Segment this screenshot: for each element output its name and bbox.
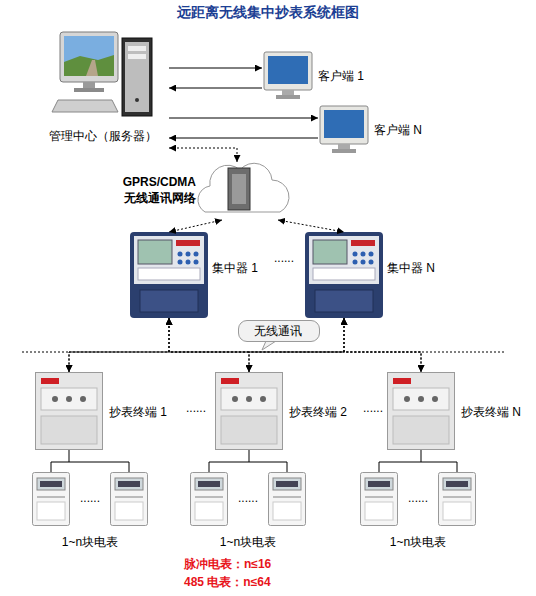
wireless-link <box>169 318 249 372</box>
monitor <box>264 52 312 90</box>
node-label: 集中器 1 <box>212 260 258 276</box>
meter-icon <box>439 473 476 526</box>
screen <box>268 56 308 84</box>
terminal-icon <box>216 373 283 450</box>
device-node: 1~n块电表 <box>28 462 156 552</box>
device-node: 集中器 1 <box>128 232 278 318</box>
power-button <box>135 98 139 102</box>
connectors <box>69 68 421 462</box>
data-link <box>69 450 70 462</box>
wireless-link <box>69 318 344 372</box>
ellipsis-mark: ...... <box>238 490 258 506</box>
data-link <box>249 450 250 462</box>
meter-icon <box>111 473 148 526</box>
ellipsis-mark: ...... <box>186 400 206 416</box>
terminal-icon <box>388 373 455 450</box>
monitor-stand <box>83 82 95 88</box>
note-text: 脉冲电表：n≤16 <box>184 556 271 572</box>
data-link <box>169 138 318 139</box>
device-node: 抄表终端 1 <box>33 372 183 450</box>
node-label: 1~n块电表 <box>186 534 310 550</box>
note-text: 485 电表：n≤64 <box>184 574 271 590</box>
node-label: 抄表终端 1 <box>109 404 167 420</box>
device-node: 抄表终端 2 <box>213 372 363 450</box>
meter-icon <box>269 473 306 526</box>
keyboard <box>52 100 118 112</box>
node-label: GPRS/CDMA 无线通讯网络 <box>110 174 196 206</box>
device-node: GPRS/CDMA 无线通讯网络 <box>110 162 288 220</box>
screen <box>64 36 114 76</box>
ellipsis-mark: ...... <box>274 250 294 266</box>
device-node: 集中器 N <box>303 232 453 318</box>
data-link <box>169 88 262 89</box>
data-link <box>169 68 262 69</box>
device-node: 1~n块电表 <box>186 462 314 552</box>
ellipsis-mark: ...... <box>80 490 100 506</box>
screen-road <box>86 60 98 76</box>
concentrator-icon <box>305 232 383 318</box>
screen-landscape <box>64 55 114 76</box>
network-cloud <box>198 163 289 212</box>
diagram-title: 远距离无线集中抄表系统框图 <box>0 4 536 22</box>
node-label: 客户端 N <box>374 122 422 138</box>
meter-icon <box>191 473 228 526</box>
cloud-outline <box>198 163 289 212</box>
monitor-stand <box>282 90 294 95</box>
device-node: 管理中心（服务器） <box>40 28 169 152</box>
tower-front <box>125 42 149 112</box>
terminal-icon <box>36 373 103 450</box>
client-icon <box>320 106 368 153</box>
monitor-stand <box>338 144 350 149</box>
meter-icon <box>33 473 70 526</box>
wireless-link <box>344 318 421 372</box>
monitor <box>60 32 118 82</box>
device-node: 抄表终端 N <box>385 372 531 450</box>
tower <box>122 38 152 116</box>
screen <box>324 110 364 138</box>
gateway-front <box>232 174 246 204</box>
data-link <box>169 118 318 119</box>
monitor-base <box>276 95 300 99</box>
callout-pointer <box>262 341 276 350</box>
meter-icon <box>361 473 398 526</box>
ellipsis-mark: ...... <box>363 400 383 416</box>
node-label: 无线通讯 <box>239 323 317 339</box>
drive-bay <box>128 54 146 59</box>
callout-bubble: 无线通讯 <box>238 320 320 342</box>
node-label: 客户端 1 <box>318 68 364 84</box>
meter-wire <box>379 462 457 472</box>
monitor <box>320 106 368 144</box>
client-icon <box>264 52 312 99</box>
node-label: 1~n块电表 <box>356 534 480 550</box>
drive-bay <box>128 46 146 51</box>
node-label: 管理中心（服务器） <box>40 128 165 144</box>
ellipsis-mark: ...... <box>408 490 428 506</box>
server-icon <box>52 32 152 116</box>
meter-wire <box>51 462 129 472</box>
wireless-link <box>169 220 222 232</box>
monitor-base <box>332 149 356 153</box>
node-label: 抄表终端 N <box>461 404 521 420</box>
gateway-device <box>228 168 250 210</box>
wireless-link <box>278 220 344 232</box>
monitor-base <box>74 88 104 92</box>
wireless-link <box>169 318 421 372</box>
wireless-link <box>169 148 237 162</box>
node-label: 集中器 N <box>387 260 435 276</box>
node-label: 抄表终端 2 <box>289 404 347 420</box>
device-node: 客户端 N <box>318 104 442 158</box>
wireless-link <box>69 318 169 372</box>
meter-wire <box>209 462 287 472</box>
concentrator-icon <box>130 232 208 318</box>
data-link <box>421 450 422 462</box>
node-label: 1~n块电表 <box>28 534 152 550</box>
device-node: 客户端 1 <box>262 50 384 104</box>
device-node: 1~n块电表 <box>356 462 484 552</box>
